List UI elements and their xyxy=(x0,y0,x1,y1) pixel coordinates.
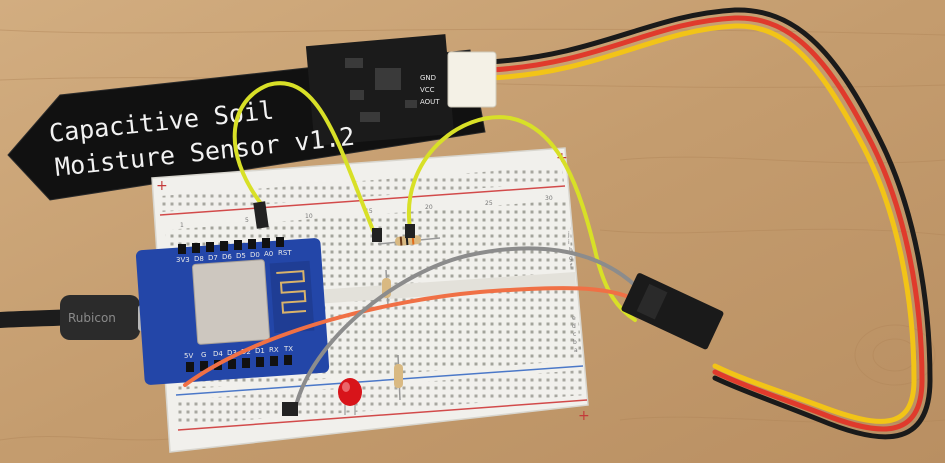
pin-label: D7 xyxy=(208,254,218,262)
column-number: 1 xyxy=(180,222,184,229)
row-letter: j xyxy=(567,231,570,238)
pin-label: 3V3 xyxy=(176,256,190,264)
rail-plus-left: + xyxy=(156,178,168,194)
esp-module-shield xyxy=(191,259,271,345)
row-letters: j i h g f e d c b a xyxy=(567,231,578,354)
column-number: 15 xyxy=(365,208,373,215)
jumper-pin-head xyxy=(253,201,269,229)
rail-plus-bottom: + xyxy=(578,408,590,424)
sensor-pin-gnd: GND xyxy=(420,74,436,82)
moisture-sensor: Capacitive Soil Moisture Sensor v1.2 GND… xyxy=(7,34,497,201)
sensor-pin-vcc: VCC xyxy=(420,86,435,94)
pin-label: 5V xyxy=(184,352,193,360)
pin-label: D4 xyxy=(213,350,223,358)
cable-brand-logo: Rubicon xyxy=(68,311,116,325)
jumper-pin-head xyxy=(405,224,415,238)
ribbon-connector xyxy=(621,273,724,350)
header-pins-top xyxy=(178,237,284,254)
row-letter: c xyxy=(573,331,576,338)
row-letter: a xyxy=(574,347,578,354)
sensor-components xyxy=(345,58,417,122)
column-number: 30 xyxy=(545,195,553,202)
pin-label: D3 xyxy=(227,349,237,357)
row-letter: i xyxy=(568,239,570,246)
column-number: 20 xyxy=(425,204,433,211)
sensor-connector xyxy=(447,51,497,108)
pin-label: D8 xyxy=(194,255,204,263)
wemos-d1-mini: 3V3 D8 D7 D6 D5 D0 A0 RST 5V G D4 D3 D2 … xyxy=(135,237,330,385)
pin-label: D1 xyxy=(255,347,265,355)
bottom-rail-red-line xyxy=(177,399,588,431)
red-led xyxy=(338,378,362,415)
ribbon-cable xyxy=(487,7,933,440)
column-number: 10 xyxy=(305,213,313,220)
pin-label: RST xyxy=(278,249,292,257)
row-letter: f xyxy=(570,263,573,270)
board-pin-labels-top: 3V3 D8 D7 D6 D5 D0 A0 RST xyxy=(176,249,292,264)
jumper-pin-head xyxy=(282,402,298,416)
column-number: 5 xyxy=(245,217,249,224)
row-letter: d xyxy=(572,323,576,330)
jumper-gray xyxy=(293,246,642,412)
ribbon-wire-yellow xyxy=(487,23,917,424)
pin-label: D0 xyxy=(250,251,260,259)
jumper-yellow-right xyxy=(406,115,637,322)
pin-label: RX xyxy=(269,346,279,354)
pin-label: TX xyxy=(283,345,293,353)
column-number: 25 xyxy=(485,200,493,207)
row-letter: e xyxy=(572,315,576,322)
pin-label: G xyxy=(201,351,206,359)
sensor-pin-aout: AOUT xyxy=(420,98,440,106)
ribbon-wire-black xyxy=(487,7,933,440)
jumper-yellow-left xyxy=(232,81,377,237)
pin-label: A0 xyxy=(264,250,273,258)
row-letter: g xyxy=(569,255,573,262)
usb-connector-body xyxy=(60,295,140,340)
jumper-pin-head xyxy=(372,228,382,242)
bottom-rail-blue-line xyxy=(175,365,584,396)
resistor-vertical-bottom xyxy=(394,354,403,401)
column-numbers: 1 5 10 15 20 25 30 xyxy=(180,195,553,229)
pin-label: D5 xyxy=(236,252,246,260)
ribbon-wire-red xyxy=(487,15,925,432)
row-letter: b xyxy=(573,339,577,346)
row-letter: h xyxy=(569,247,573,254)
pin-label: D6 xyxy=(222,253,232,261)
jumper-wires xyxy=(183,81,642,416)
jumper-orange xyxy=(183,286,642,387)
